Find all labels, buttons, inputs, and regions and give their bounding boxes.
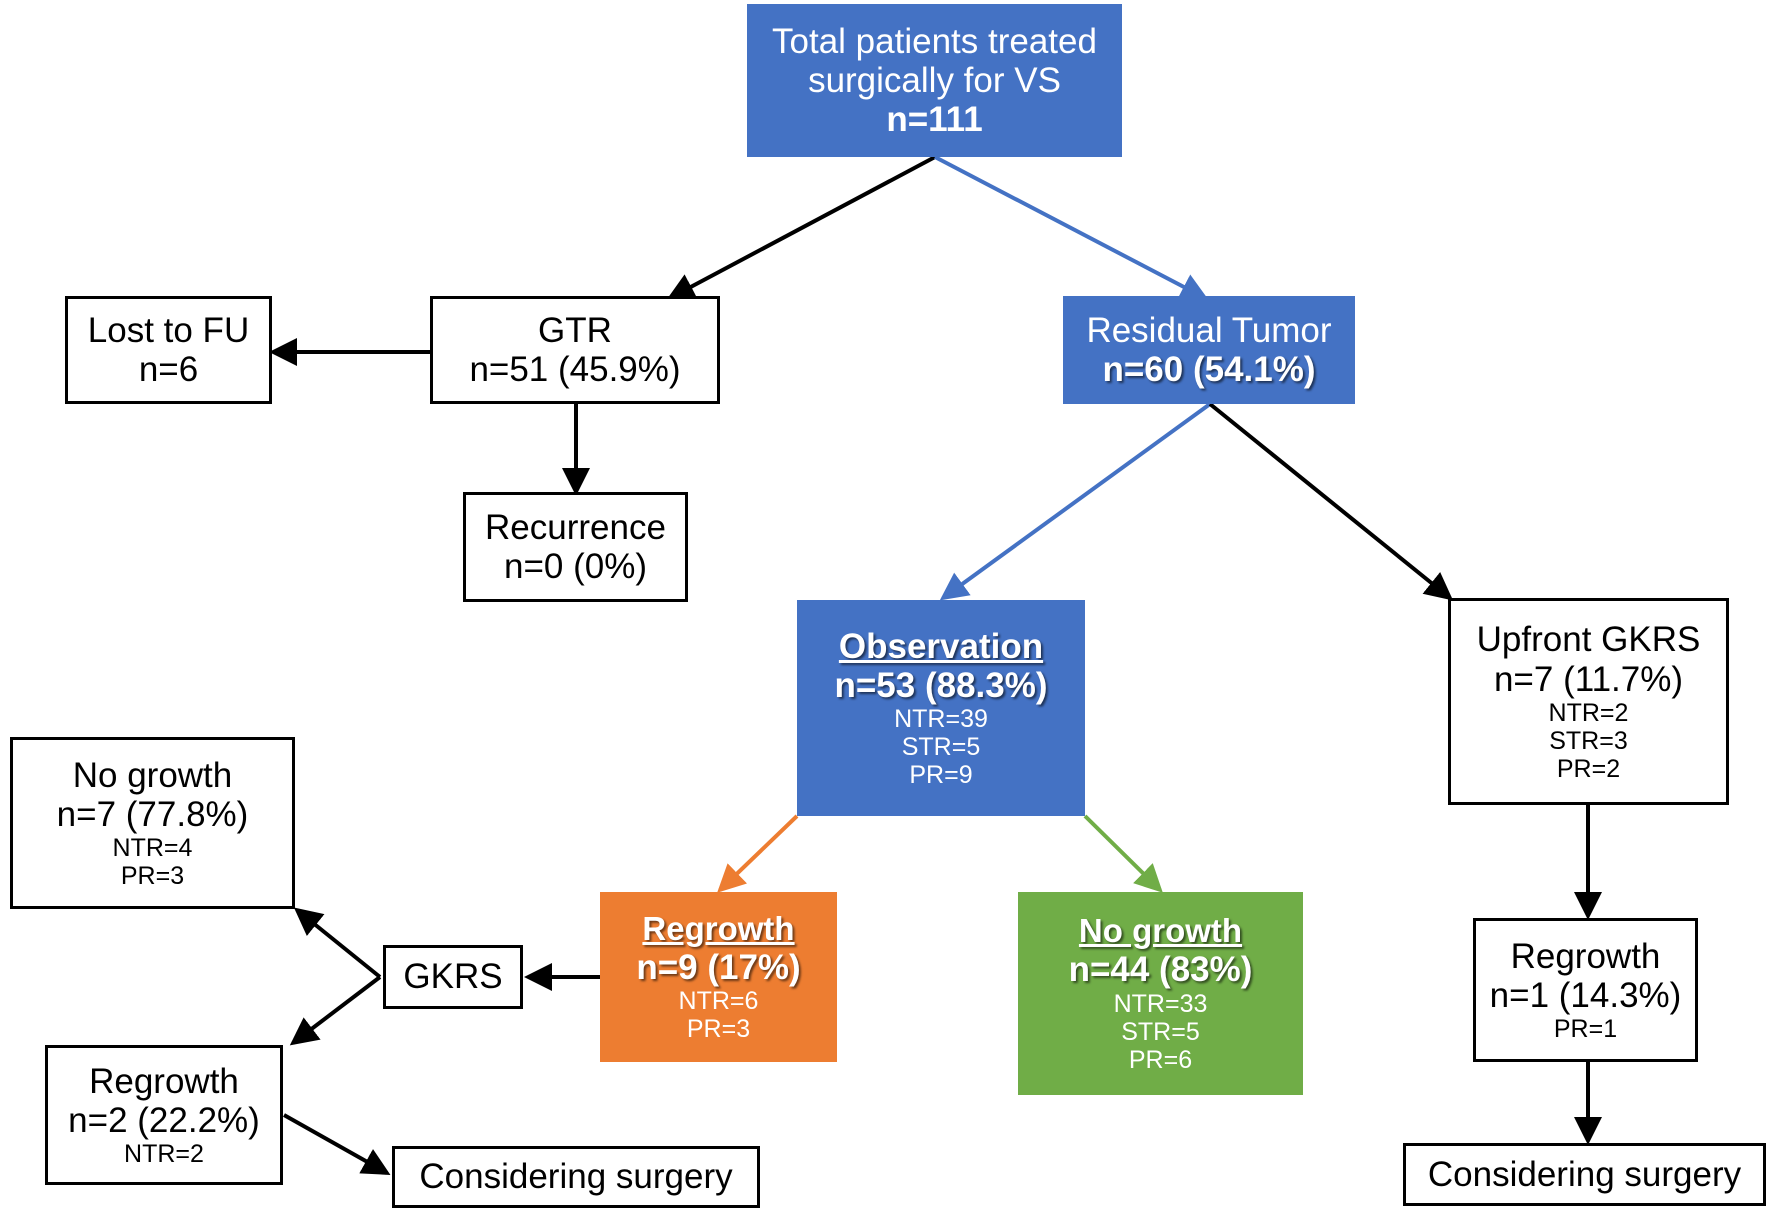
node-regrowth-gkrs-label: Regrowth xyxy=(89,1061,239,1101)
node-gkrs-label: GKRS xyxy=(403,957,503,997)
arrow-residual-to-observation xyxy=(939,402,1212,601)
node-lost-label: Lost to FU xyxy=(87,310,250,350)
node-considering-surgery-left: Considering surgery xyxy=(392,1146,760,1208)
node-regrowth-upfront-pr: PR=1 xyxy=(1553,1015,1618,1044)
node-regrowth-gkrs: Regrowth n=2 (22.2%) NTR=2 xyxy=(45,1045,283,1185)
node-upfront-gkrs: Upfront GKRS n=7 (11.7%) NTR=2 STR=3 PR=… xyxy=(1448,598,1729,805)
node-observation-count: n=53 (88.3%) xyxy=(834,666,1048,705)
node-upfront-label: Upfront GKRS xyxy=(1476,620,1701,660)
node-residual-count: n=60 (54.1%) xyxy=(1102,350,1316,389)
node-observation-label: Observation xyxy=(838,626,1044,666)
node-no-growth-observation-pr: PR=6 xyxy=(1128,1045,1193,1074)
node-no-growth-observation: No growth n=44 (83%) NTR=33 STR=5 PR=6 xyxy=(1018,892,1303,1095)
node-no-growth-left-ntr: NTR=4 xyxy=(112,834,193,863)
node-upfront-pr: PR=2 xyxy=(1556,754,1621,783)
node-upfront-str: STR=3 xyxy=(1549,726,1628,755)
node-no-growth-left-count: n=7 (77.8%) xyxy=(56,795,249,834)
node-observation-str: STR=5 xyxy=(901,733,981,762)
arrow-observation-to-regrowth xyxy=(717,814,799,893)
node-lost-to-fu: Lost to FU n=6 xyxy=(65,296,272,404)
node-considering-left-label: Considering surgery xyxy=(419,1157,733,1197)
node-no-growth-left-label: No growth xyxy=(72,755,233,795)
node-gtr: GTR n=51 (45.9%) xyxy=(430,296,720,404)
node-regrowth-observation-count: n=9 (17%) xyxy=(636,947,801,987)
node-considering-right-label: Considering surgery xyxy=(1427,1154,1742,1194)
arrow-residual-to-upfront xyxy=(1208,402,1454,601)
node-no-growth-left-pr: PR=3 xyxy=(120,862,185,891)
node-no-growth-observation-label: No growth xyxy=(1078,912,1243,950)
node-residual-label: Residual Tumor xyxy=(1086,310,1332,350)
node-recurrence-label: Recurrence xyxy=(485,507,666,547)
arrow-total-to-gtr xyxy=(666,155,936,300)
node-regrowth-observation: Regrowth n=9 (17%) NTR=6 PR=3 xyxy=(600,892,837,1062)
node-residual-tumor: Residual Tumor n=60 (54.1%) xyxy=(1063,296,1355,404)
node-no-growth-observation-ntr: NTR=33 xyxy=(1113,989,1208,1018)
node-recurrence-count: n=0 (0%) xyxy=(504,547,647,586)
node-gtr-label: GTR xyxy=(538,310,612,350)
arrow-total-to-residual xyxy=(934,155,1209,300)
node-regrowth-upfront-label: Regrowth xyxy=(1510,936,1661,976)
node-upfront-ntr: NTR=2 xyxy=(1548,698,1629,727)
node-regrowth-observation-ntr: NTR=6 xyxy=(678,987,759,1016)
node-total-line1: Total patients treated xyxy=(772,21,1097,61)
arrow-gkrs-to-nogrowth xyxy=(293,907,382,979)
arrow-regrowth-left-to-considering xyxy=(283,1113,391,1175)
node-regrowth-upfront: Regrowth n=1 (14.3%) PR=1 xyxy=(1473,918,1698,1062)
node-total-line2: surgically for VS xyxy=(808,60,1061,100)
node-regrowth-gkrs-ntr: NTR=2 xyxy=(124,1140,204,1169)
arrow-observation-to-nogrowth xyxy=(1083,814,1163,893)
node-total-count: n=111 xyxy=(886,100,983,140)
node-regrowth-upfront-count: n=1 (14.3%) xyxy=(1489,976,1682,1015)
node-no-growth-left: No growth n=7 (77.8%) NTR=4 PR=3 xyxy=(10,737,295,909)
node-gtr-count: n=51 (45.9%) xyxy=(469,350,681,389)
arrow-gkrs-to-regrowth xyxy=(289,975,382,1046)
node-observation-pr: PR=9 xyxy=(909,761,973,790)
node-considering-surgery-right: Considering surgery xyxy=(1403,1143,1766,1206)
node-no-growth-observation-count: n=44 (83%) xyxy=(1068,950,1253,990)
node-lost-count: n=6 xyxy=(138,350,199,389)
node-observation: Observation n=53 (88.3%) NTR=39 STR=5 PR… xyxy=(797,600,1085,816)
node-upfront-count: n=7 (11.7%) xyxy=(1493,659,1684,699)
node-total-patients: Total patients treated surgically for VS… xyxy=(747,4,1122,157)
node-regrowth-observation-label: Regrowth xyxy=(642,909,795,947)
node-regrowth-observation-pr: PR=3 xyxy=(686,1015,751,1044)
node-no-growth-observation-str: STR=5 xyxy=(1121,1017,1200,1046)
node-regrowth-gkrs-count: n=2 (22.2%) xyxy=(68,1101,260,1140)
node-gkrs: GKRS xyxy=(383,945,523,1009)
node-observation-ntr: NTR=39 xyxy=(894,705,988,734)
node-recurrence: Recurrence n=0 (0%) xyxy=(463,492,688,602)
